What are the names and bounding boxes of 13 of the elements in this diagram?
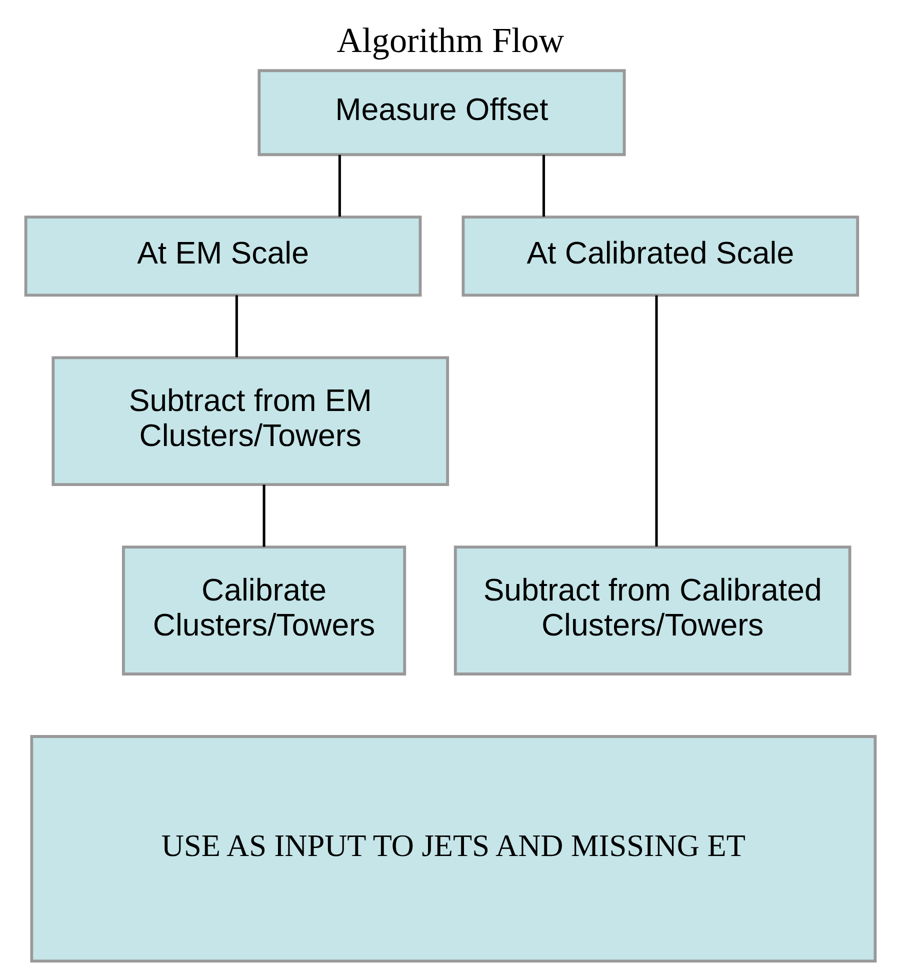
node-box: Measure Offset	[257, 69, 626, 156]
connector	[654, 295, 658, 547]
node-box: At EM Scale	[24, 216, 422, 297]
node-box: USE AS INPUT TO JETS AND MISSING ET	[30, 735, 876, 962]
node-box: At Calibrated Scale	[461, 216, 859, 297]
connector	[234, 295, 238, 358]
connector	[338, 154, 340, 217]
node-box: Calibrate Clusters/Towers	[121, 546, 406, 676]
connector	[262, 484, 265, 547]
node-box: Subtract from Calibrated Clusters/Towers	[453, 546, 851, 676]
node-box: Subtract from EM Clusters/Towers	[51, 356, 449, 486]
connector	[542, 154, 544, 217]
diagram-title: Algorithm Flow	[336, 20, 564, 60]
